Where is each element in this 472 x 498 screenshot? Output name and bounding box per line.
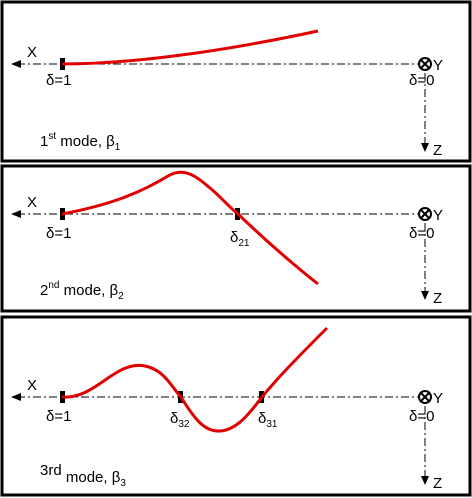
z-axis-label: Z bbox=[433, 142, 442, 159]
origin-label: δ=0 bbox=[409, 225, 434, 242]
tip-label: δ=1 bbox=[46, 72, 71, 89]
mode-label: 3rd mode, β3 bbox=[40, 462, 126, 489]
panel-frame bbox=[0, 315, 472, 497]
panel-frame bbox=[0, 0, 472, 163]
z-arrow-head bbox=[421, 291, 429, 300]
x-axis-label: X bbox=[27, 194, 37, 211]
y-axis-into-page-icon bbox=[418, 390, 432, 404]
panel-mode-2: X Y Z δ=1 δ=0 δ21 2nd mode, β2 bbox=[0, 164, 472, 313]
mode-shape-curve bbox=[61, 29, 319, 66]
z-axis-label: Z bbox=[433, 475, 442, 492]
node-label: δ32 bbox=[170, 410, 190, 430]
x-axis-label: X bbox=[27, 44, 37, 61]
y-axis-label: Y bbox=[433, 207, 443, 224]
node-label: δ21 bbox=[230, 229, 250, 249]
mode-shape-curve bbox=[61, 326, 329, 433]
panel-frame bbox=[0, 164, 472, 313]
y-axis-into-page-icon bbox=[418, 207, 432, 221]
tip-label: δ=1 bbox=[46, 408, 71, 425]
node-label: δ31 bbox=[258, 410, 278, 430]
mode-label: 1st mode, β1 bbox=[40, 131, 121, 153]
mode-label: 2nd mode, β2 bbox=[40, 280, 124, 302]
tip-label: δ=1 bbox=[46, 225, 71, 242]
y-axis-into-page-icon bbox=[418, 57, 432, 71]
y-axis-label: Y bbox=[433, 390, 443, 407]
z-axis-label: Z bbox=[433, 290, 442, 307]
panel-mode-3: X Y Z δ=1 δ=0 δ32 δ31 3rd mode, β3 bbox=[0, 315, 472, 497]
panel-mode-1: X Y Z δ=1 δ=0 1st mode, β1 bbox=[0, 0, 472, 163]
z-arrow-head bbox=[421, 476, 429, 485]
origin-label: δ=0 bbox=[409, 72, 434, 89]
z-arrow-head bbox=[421, 143, 429, 152]
y-axis-label: Y bbox=[433, 57, 443, 74]
x-axis-label: X bbox=[27, 377, 37, 394]
mode-shape-curve bbox=[61, 170, 319, 286]
origin-label: δ=0 bbox=[409, 408, 434, 425]
